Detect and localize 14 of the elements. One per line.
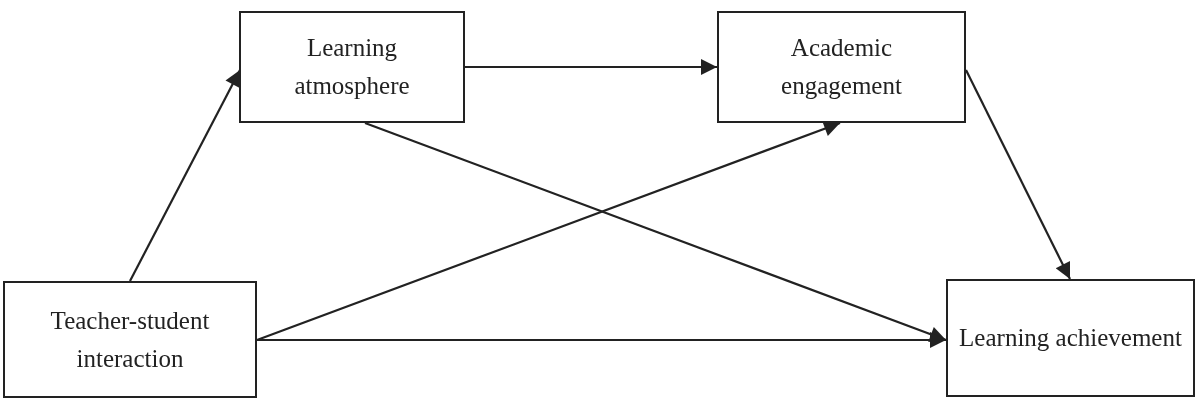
concept-box: [3, 281, 257, 398]
node-label: Teacher-student interaction: [49, 305, 211, 374]
node-label: Learning achievement: [958, 323, 1183, 353]
arrow: [965, 69, 1071, 280]
arrow: [256, 121, 841, 342]
concept-box: [717, 11, 966, 123]
arrow: [364, 121, 947, 342]
concept-box: [946, 279, 1195, 397]
node-label: Learning atmosphere: [293, 33, 411, 101]
arrow: [257, 332, 946, 348]
arrow: [465, 59, 717, 75]
node-label: Academic engagement: [780, 33, 903, 101]
arrow: [129, 69, 241, 282]
concept-box: [239, 11, 465, 123]
